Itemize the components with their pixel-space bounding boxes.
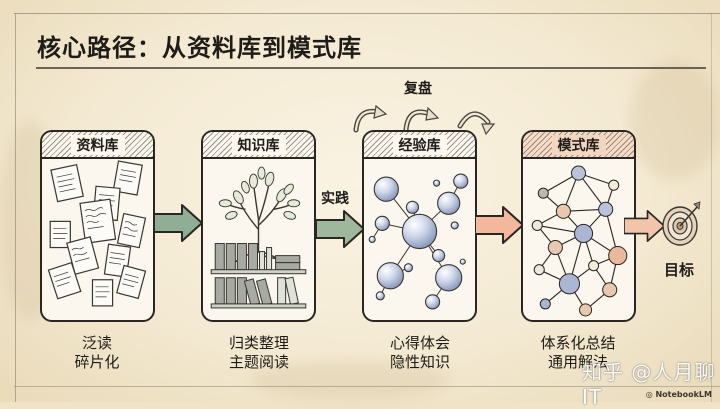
diagram-title: 核心路径：从资料库到模式库 [37, 34, 362, 62]
documents-illustration [42, 159, 153, 320]
caption-line: 归类整理 [228, 334, 289, 352]
caption-line: 泛读 [81, 334, 112, 352]
frame-line [15, 13, 16, 402]
review-cycle-icon [353, 104, 496, 136]
scattered-documents-icon [47, 160, 147, 307]
bubbles-illustration [364, 159, 475, 320]
stage-caption: 体系化总结 通用解法 [508, 334, 648, 372]
frame-line [711, 13, 712, 402]
tree-bookshelf-icon [210, 166, 307, 309]
stage-header: 经验库 [364, 132, 475, 159]
bookshelf-illustration [203, 159, 314, 320]
target-icon [662, 201, 701, 246]
stage-title: 资料库 [70, 134, 125, 155]
credit-text: NotebookLM [655, 390, 712, 399]
paper-stain [630, 60, 720, 180]
stage-card-knowledge: 知识库 [201, 130, 316, 322]
arrow-right-icon [624, 210, 666, 242]
stage-title: 模式库 [551, 134, 606, 155]
frame-line [14, 386, 720, 387]
caption-line: 隐性知识 [389, 353, 450, 371]
notebooklm-logo-icon: ◎ [645, 390, 656, 399]
arrow-right-icon [154, 204, 203, 242]
goal-label: 目标 [664, 261, 695, 279]
stage-caption: 心得体会 隐性知识 [350, 334, 490, 372]
network-illustration [523, 159, 634, 320]
credit-label: ◎ NotebookLM [646, 390, 712, 399]
caption-line: 体系化总结 [540, 334, 616, 352]
stage-header: 资料库 [42, 132, 153, 159]
stage-caption: 归类整理 主题阅读 [189, 334, 329, 372]
bubble-cluster-icon [368, 173, 469, 310]
frame-line [14, 13, 720, 14]
stage-card-patterns: 模式库 [521, 130, 636, 322]
caption-line: 心得体会 [389, 334, 450, 352]
caption-line: 通用解法 [547, 353, 608, 371]
caption-line: 主题阅读 [228, 353, 289, 371]
watermark: 知乎 @人月聊IT [582, 360, 716, 409]
stage-header: 模式库 [523, 132, 634, 159]
stage-title: 知识库 [231, 134, 286, 155]
arrow-right-icon [316, 210, 365, 248]
practice-label: 实践 [321, 191, 349, 207]
paper-stain [250, 360, 450, 400]
stage-header: 知识库 [203, 132, 314, 159]
stage-card-materials: 资料库 [40, 130, 155, 322]
stage-card-experience: 经验库 [362, 130, 477, 322]
node-network-icon [531, 165, 628, 317]
stage-caption: 泛读 碎片化 [27, 334, 167, 372]
stage-title: 经验库 [392, 134, 447, 155]
review-label: 复盘 [404, 81, 432, 97]
caption-line: 碎片化 [74, 353, 120, 371]
title-underline [36, 67, 706, 69]
arrow-right-icon [475, 206, 524, 244]
